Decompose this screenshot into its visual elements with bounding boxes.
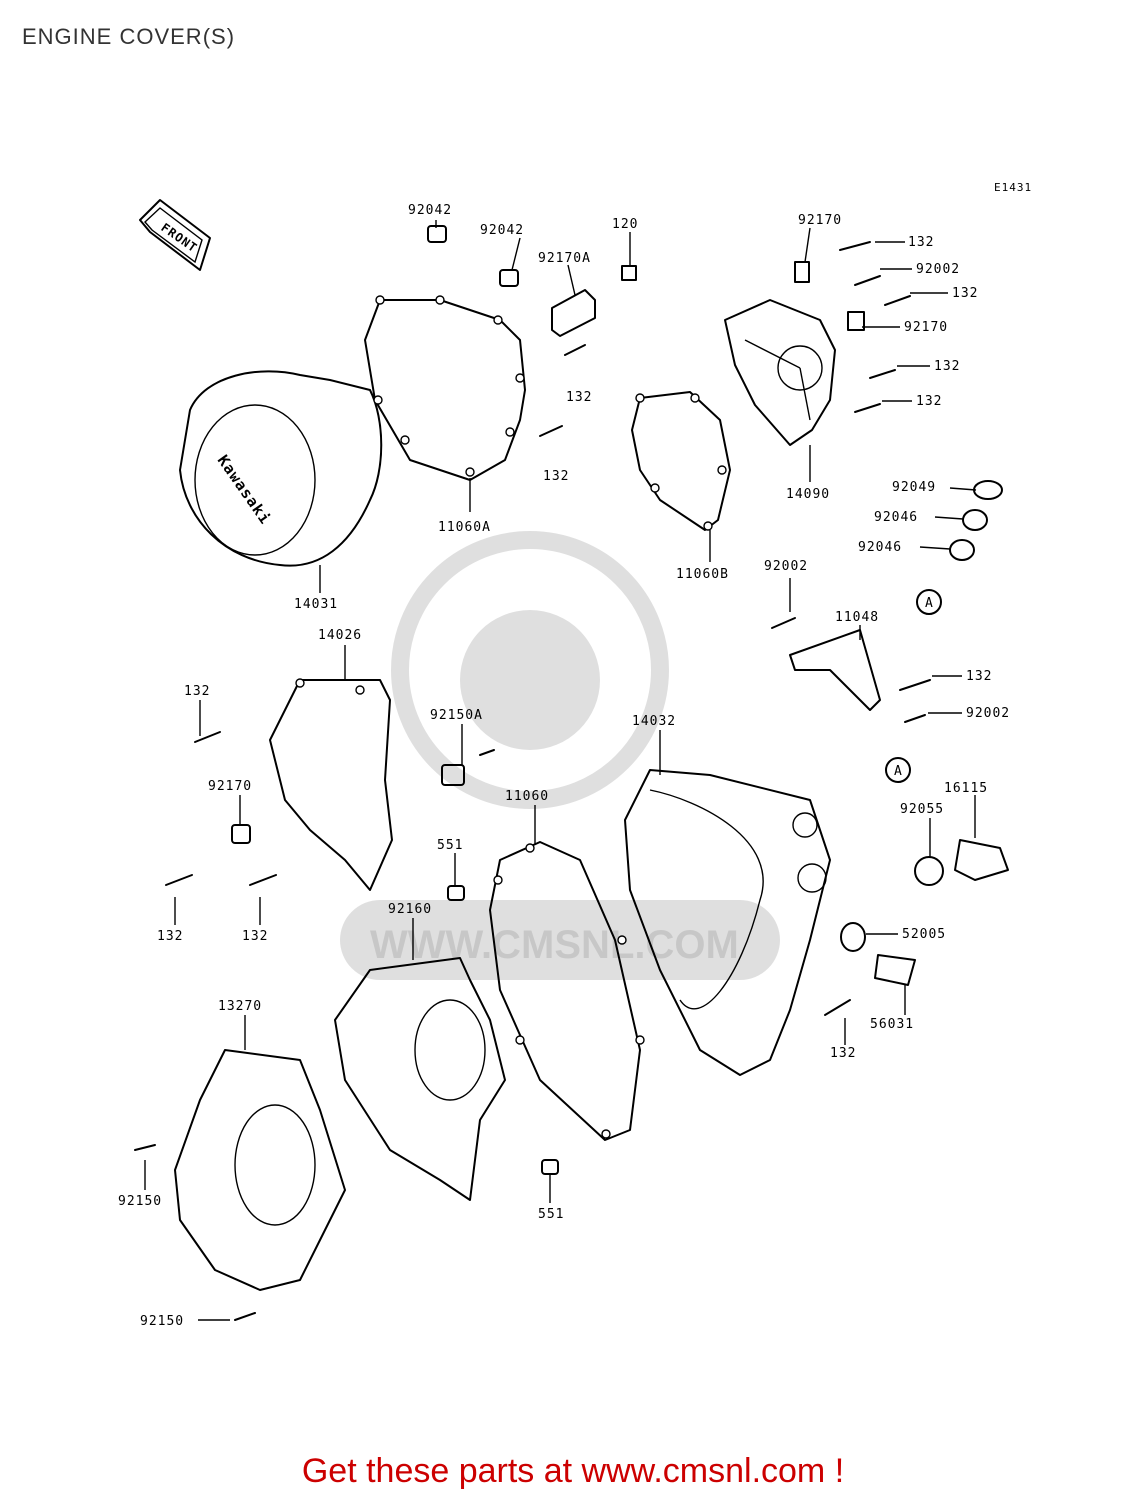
part-label: 132	[916, 394, 942, 409]
part-label: 132	[543, 469, 569, 484]
part-label: 92042	[408, 203, 452, 218]
diagram-code: E1431	[994, 181, 1032, 194]
part-label: 92170	[904, 320, 948, 335]
part-label: 132	[966, 669, 992, 684]
part-label: 132	[184, 684, 210, 699]
part-label: 120	[612, 217, 638, 232]
part-label: 56031	[870, 1017, 914, 1032]
part-label: 14090	[786, 487, 830, 502]
part-gasket-11060	[489, 841, 645, 1141]
part-label: A	[925, 596, 934, 611]
part-label: 92042	[480, 223, 524, 238]
part-generator-cover: Kawasaki	[179, 370, 383, 567]
part-label: 551	[538, 1207, 564, 1222]
brand-logo-text: Kawasaki	[214, 452, 275, 528]
part-label: 551	[437, 838, 463, 853]
part-label: 132	[908, 235, 934, 250]
part-label: 92046	[858, 540, 902, 555]
part-label: 14031	[294, 597, 338, 612]
part-guard-13270	[174, 1049, 346, 1291]
part-label: 132	[934, 359, 960, 374]
part-label: 92160	[388, 902, 432, 917]
part-guard-92160	[334, 957, 506, 1201]
part-label: 132	[157, 929, 183, 944]
part-label: 92150	[140, 1314, 184, 1329]
part-label: 11060A	[438, 520, 491, 535]
part-label: 13270	[218, 999, 262, 1014]
part-label: 11060	[505, 789, 549, 804]
part-label: 92170	[208, 779, 252, 794]
part-label: 11060B	[676, 567, 729, 582]
part-label: 14026	[318, 628, 362, 643]
part-label: 92002	[764, 559, 808, 574]
part-label: 92002	[916, 262, 960, 277]
part-labels: 92042 92042 120 92170A 92170 132 92002 1…	[118, 203, 1010, 1329]
watermark-logo	[340, 531, 780, 980]
part-label: 52005	[902, 927, 946, 942]
part-label: 16115	[944, 781, 988, 796]
part-label: 92150	[118, 1194, 162, 1209]
front-arrow-icon: FRONT	[139, 199, 211, 271]
part-label: 11048	[835, 610, 879, 625]
watermark-text: WWW.CMSNL.COM	[370, 923, 739, 967]
part-label: 132	[952, 286, 978, 301]
footer-banner[interactable]: Get these parts at www.cmsnl.com !	[301, 1452, 845, 1490]
part-label: 92055	[900, 802, 944, 817]
page-title: ENGINE COVER(S)	[22, 24, 236, 49]
leader-lines	[144, 220, 977, 1321]
part-label: 92150A	[430, 708, 483, 723]
part-label: 132	[242, 929, 268, 944]
part-label: 92170A	[538, 251, 591, 266]
part-gasket-11060A	[364, 295, 526, 481]
part-label: 92002	[966, 706, 1010, 721]
part-label: 92049	[892, 480, 936, 495]
part-label: A	[894, 764, 903, 779]
part-cover-14026	[269, 678, 393, 891]
part-label: 92170	[798, 213, 842, 228]
part-cover-14090	[724, 299, 836, 446]
part-label: 132	[566, 390, 592, 405]
small-parts-right	[231, 480, 1009, 1175]
part-label: 14032	[632, 714, 676, 729]
small-parts-top	[427, 225, 865, 337]
part-clutch-cover-14032	[624, 769, 831, 1076]
bolts	[134, 241, 931, 1321]
part-gasket-11060B	[631, 391, 731, 531]
part-label: 92046	[874, 510, 918, 525]
part-label: 132	[830, 1046, 856, 1061]
